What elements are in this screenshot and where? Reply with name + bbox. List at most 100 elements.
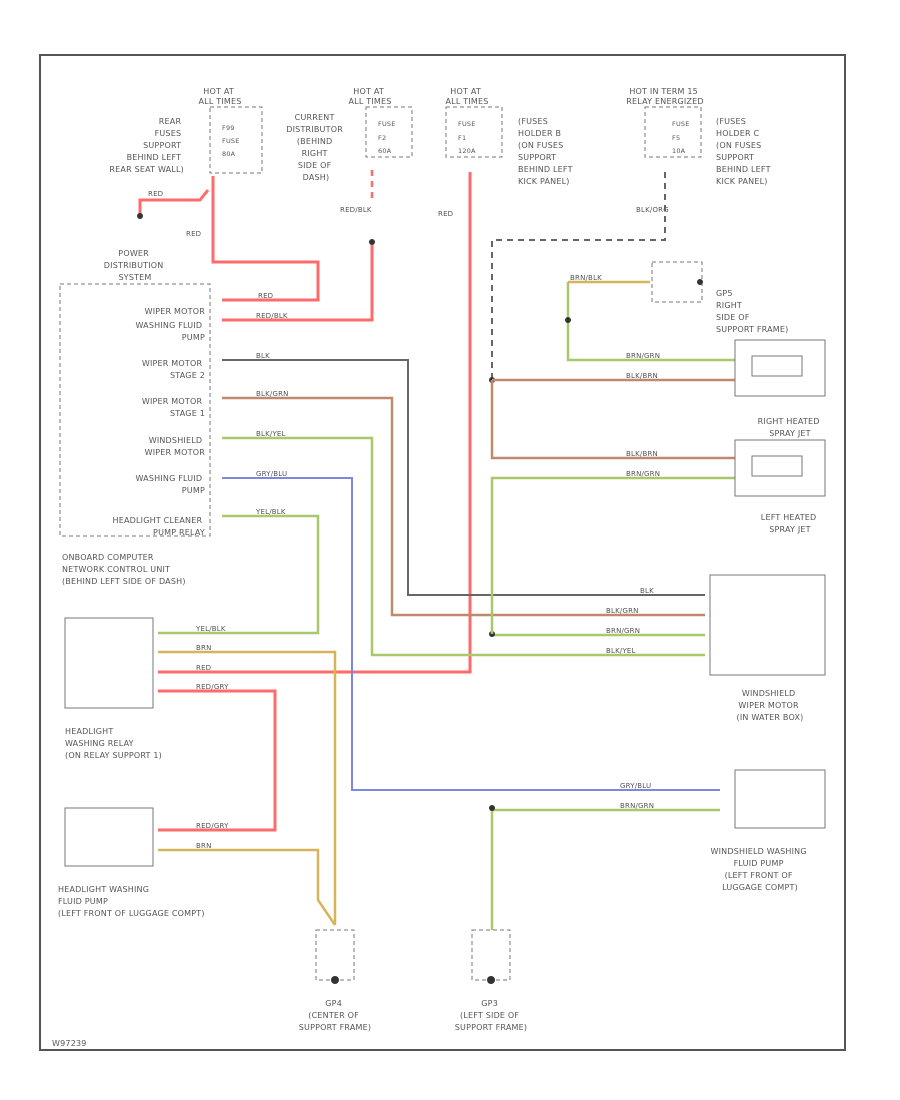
power-distribution-system: POWER DISTRIBUTION SYSTEM WIPER MOTOR WA… xyxy=(59,249,211,586)
gp3-label: GP3 (LEFT SIDE OF SUPPORT FRAME) xyxy=(455,999,527,1032)
wire-label-brn-grn-2: BRN/GRN xyxy=(626,470,660,478)
wire-label-blk-grn: BLK/GRN xyxy=(256,390,289,398)
wire-gry-blu xyxy=(222,477,720,791)
gp4-box xyxy=(315,929,355,981)
wire-yel-blk xyxy=(158,514,320,635)
wire-label-brn-grn-3: BRN/GRN xyxy=(606,627,640,635)
wire-red-source1-branch xyxy=(138,189,210,215)
pds-row-wiper-motor: WIPER MOTOR xyxy=(145,307,206,316)
source-4-hot-label: HOT IN TERM 15 RELAY ENERGIZED xyxy=(626,87,703,106)
wire-label-brn-grn-1: BRN/GRN xyxy=(626,352,660,360)
wire-label-red-2: RED xyxy=(186,230,201,238)
splice-dot xyxy=(137,213,143,219)
wire-brn-grn-left xyxy=(490,476,735,634)
wiper-motor-label: WINDSHIELD WIPER MOTOR (IN WATER BOX) xyxy=(737,689,804,722)
right-heated-spray-jet: RIGHT HEATED SPRAY JET xyxy=(734,339,826,438)
wire-label-gry-blu: GRY/BLU xyxy=(256,470,287,478)
wire-label-red-4: RED xyxy=(258,292,273,300)
gp3-dot xyxy=(487,976,495,984)
wire-label-red-gry: RED/GRY xyxy=(196,683,229,691)
gp4-label: GP4 (CENTER OF SUPPORT FRAME) xyxy=(299,999,371,1032)
gp5-box xyxy=(651,261,703,303)
wire-label-blk-2: BLK xyxy=(640,587,654,595)
left-jet-box xyxy=(734,439,826,497)
wire-red-blk xyxy=(222,245,374,322)
pds-box xyxy=(59,283,211,537)
wire-red-gry xyxy=(158,689,277,832)
wire-label-red-3: RED xyxy=(438,210,453,218)
fuse-3-label: FUSE F1 120A xyxy=(458,120,478,155)
pds-row-wiper-stage1: WIPER MOTOR STAGE 1 xyxy=(142,397,205,418)
wire-blk xyxy=(222,359,705,596)
fuse-2-label: FUSE F2 60A xyxy=(378,120,398,155)
wire-label-brn-grn-4: BRN/GRN xyxy=(620,802,654,810)
ws-pump-label: WINDSHIELD WASHING FLUID PUMP (LEFT FRON… xyxy=(710,847,809,892)
source-3-hot-label: HOT AT ALL TIMES xyxy=(445,87,488,106)
wire-label-brn-2: BRN xyxy=(196,842,212,850)
gp4-dot xyxy=(331,976,339,984)
relay-box xyxy=(64,617,154,709)
ws-pump-box xyxy=(734,769,826,829)
splice-dot xyxy=(565,317,571,323)
diagram-frame xyxy=(39,54,846,1051)
wiper-motor-box xyxy=(709,574,826,676)
wire-label-blk-yel-2: BLK/YEL xyxy=(606,647,636,655)
source-3-location: (FUSES HOLDER B (ON FUSES SUPPORT BEHIND… xyxy=(518,117,575,186)
left-jet-label: LEFT HEATED SPRAY JET xyxy=(761,513,819,534)
source-1-location: REAR FUSES SUPPORT BEHIND LEFT REAR SEAT… xyxy=(109,117,184,174)
wire-label-blk-brn-2: BLK/BRN xyxy=(626,450,658,458)
wire-brn-grn-gp5 xyxy=(566,282,735,362)
hl-pump-label: HEADLIGHT WASHING FLUID PUMP (LEFT FRONT… xyxy=(58,885,205,918)
right-jet-box xyxy=(734,339,826,397)
gp3-ground: GP3 (LEFT SIDE OF SUPPORT FRAME) xyxy=(455,929,527,1032)
fuse-box-4 xyxy=(644,106,702,158)
wire-label-red: RED xyxy=(148,190,163,198)
pds-caption: ONBOARD COMPUTER NETWORK CONTROL UNIT (B… xyxy=(62,553,186,586)
wire-blk-grn xyxy=(222,396,705,617)
pds-row-wiper-stage2: WIPER MOTOR STAGE 2 xyxy=(142,359,205,380)
splice-dot xyxy=(369,239,375,245)
wire-blk-org-dashed xyxy=(491,172,666,380)
headlight-washing-pump: HEADLIGHT WASHING FLUID PUMP (LEFT FRONT… xyxy=(58,807,205,918)
gp5-ground: GP5 RIGHT SIDE OF SUPPORT FRAME) xyxy=(651,261,788,334)
wire-label-blk-brn-1: BLK/BRN xyxy=(626,372,658,380)
windshield-wiper-motor: WINDSHIELD WIPER MOTOR (IN WATER BOX) xyxy=(709,574,826,722)
wire-label-red-blk: RED/BLK xyxy=(340,206,372,214)
pds-row-headlight-relay: HEADLIGHT CLEANER PUMP RELAY xyxy=(113,516,205,537)
wire-brn-grn-wspump xyxy=(490,808,720,930)
fuse-box-2 xyxy=(365,106,413,158)
wire-label-blk-yel: BLK/YEL xyxy=(256,430,286,438)
source-2-location: CURRENT DISTRIBUTOR (BEHIND RIGHT SIDE O… xyxy=(286,113,345,182)
windshield-washing-pump: WINDSHIELD WASHING FLUID PUMP (LEFT FRON… xyxy=(710,769,826,892)
relay-label: HEADLIGHT WASHING RELAY (ON RELAY SUPPOR… xyxy=(65,727,162,760)
wire-label-red-blk-2: RED/BLK xyxy=(256,312,288,320)
wire-label-gry-blu-2: GRY/BLU xyxy=(620,782,651,790)
wire-label-yel-blk-2: YEL/BLK xyxy=(195,625,226,633)
source-1-hot-label: HOT AT ALL TIMES xyxy=(198,87,241,106)
source-2: HOT AT ALL TIMES FUSE F2 60A CURRENT DIS… xyxy=(286,87,413,182)
wire-brn-pump xyxy=(158,848,337,926)
right-jet-heater xyxy=(751,355,803,377)
source-1: HOT AT ALL TIMES F99 FUSE 80A REAR FUSES… xyxy=(109,87,263,174)
pds-row-washing-pump: WASHING FLUID PUMP xyxy=(135,321,205,342)
wire-label-blk-org: BLK/ORG xyxy=(636,206,669,214)
wire-blk-yel xyxy=(222,436,705,657)
pds-row-windshield-wiper: WINDSHIELD WIPER MOTOR xyxy=(145,436,206,457)
splice-dot xyxy=(489,805,495,811)
pds-row-washing-pump-2: WASHING FLUID PUMP xyxy=(135,474,205,495)
wire-red-source3 xyxy=(158,172,472,674)
headlight-washing-relay: HEADLIGHT WASHING RELAY (ON RELAY SUPPOR… xyxy=(64,617,162,760)
source-4-location: (FUSES HOLDER C (ON FUSES SUPPORT BEHIND… xyxy=(716,117,773,186)
hl-pump-box xyxy=(64,807,154,867)
diagram-code: W97239 xyxy=(52,1039,87,1048)
wire-label-blk-grn-2: BLK/GRN xyxy=(606,607,639,615)
gp5-dot xyxy=(697,279,703,285)
source-3: HOT AT ALL TIMES FUSE F1 120A (FUSES HOL… xyxy=(445,87,575,186)
wire-red-source1 xyxy=(211,176,320,302)
wire-label-brn: BRN xyxy=(196,644,212,652)
wire-label-brn-blk: BRN/BLK xyxy=(570,274,602,282)
wire-labels: RED RED RED RED/BLK BLK/ORG RED RED/BLK … xyxy=(148,190,669,850)
wire-label-yel-blk: YEL/BLK xyxy=(255,508,286,516)
gp5-label: GP5 RIGHT SIDE OF SUPPORT FRAME) xyxy=(716,289,788,334)
